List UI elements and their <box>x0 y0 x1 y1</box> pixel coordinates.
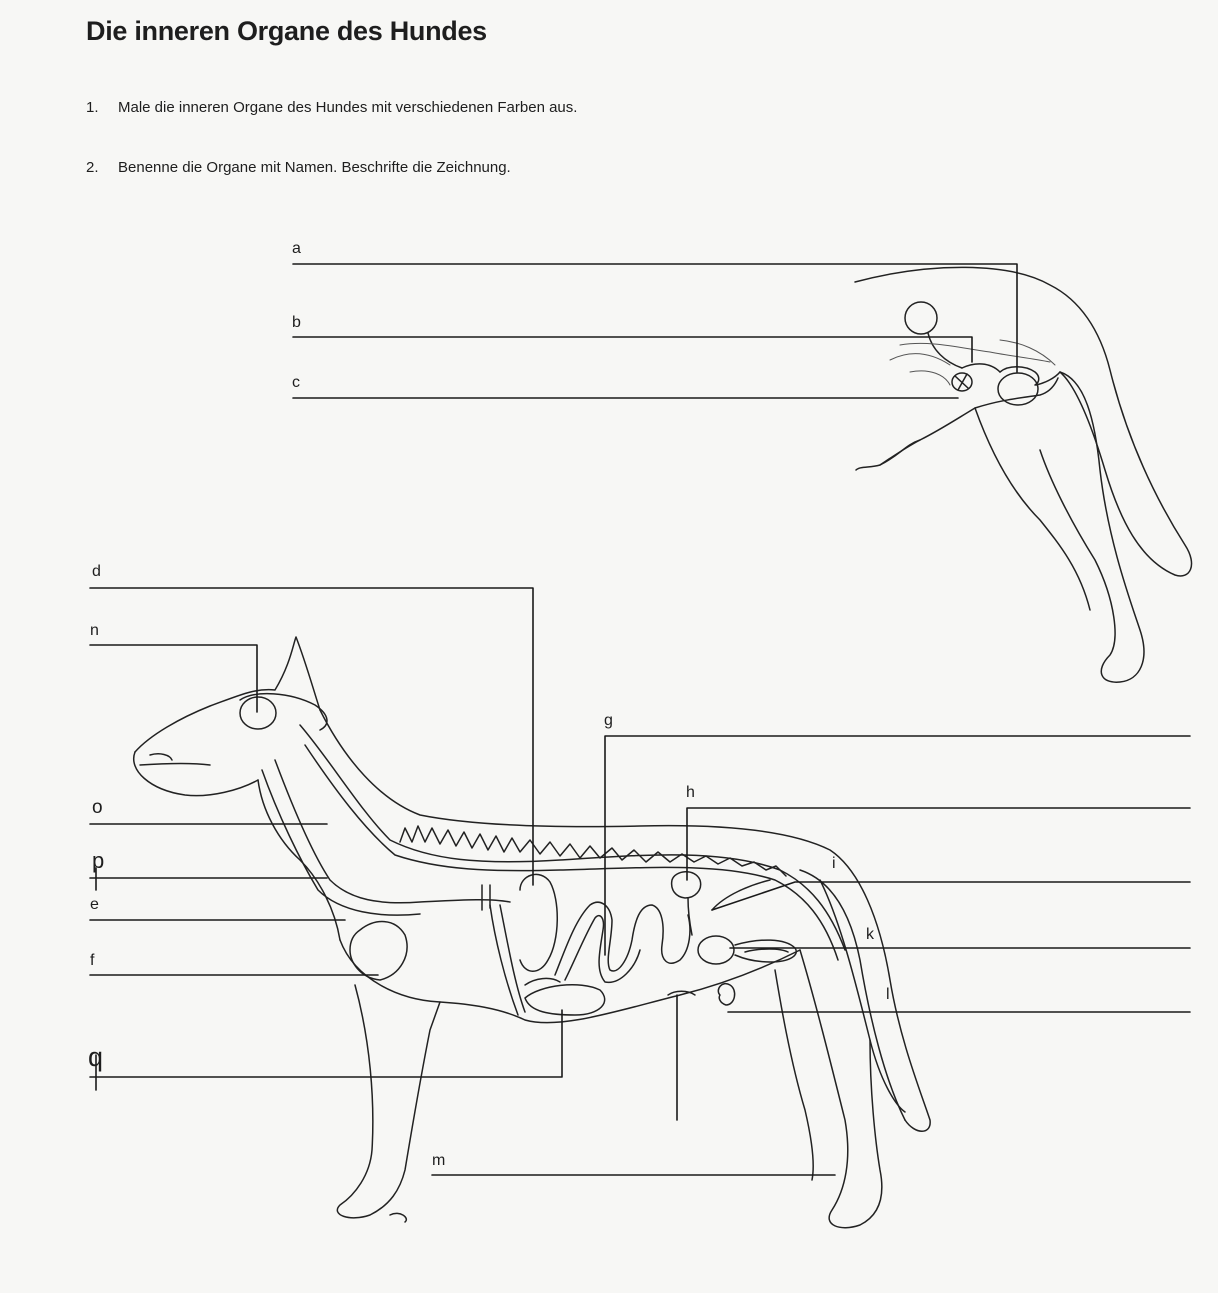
label-c: c <box>292 374 300 392</box>
label-b: b <box>292 314 301 332</box>
leaders-top <box>293 264 1017 398</box>
label-q: q <box>88 1042 103 1073</box>
label-i: i <box>832 855 836 873</box>
label-p: p <box>92 848 104 874</box>
label-h: h <box>686 784 695 802</box>
label-n: n <box>90 622 99 640</box>
label-a: a <box>292 240 301 258</box>
label-k: k <box>866 926 874 944</box>
dog-body-drawing <box>134 637 930 1228</box>
label-g: g <box>604 712 613 730</box>
label-l: l <box>886 986 890 1004</box>
leaders-bottom <box>90 588 1190 1175</box>
label-d: d <box>92 563 101 581</box>
hindquarters-drawing <box>855 267 1192 682</box>
label-o: o <box>92 797 103 819</box>
label-f: f <box>90 952 94 970</box>
label-e: e <box>90 896 99 914</box>
label-m: m <box>432 1152 445 1170</box>
